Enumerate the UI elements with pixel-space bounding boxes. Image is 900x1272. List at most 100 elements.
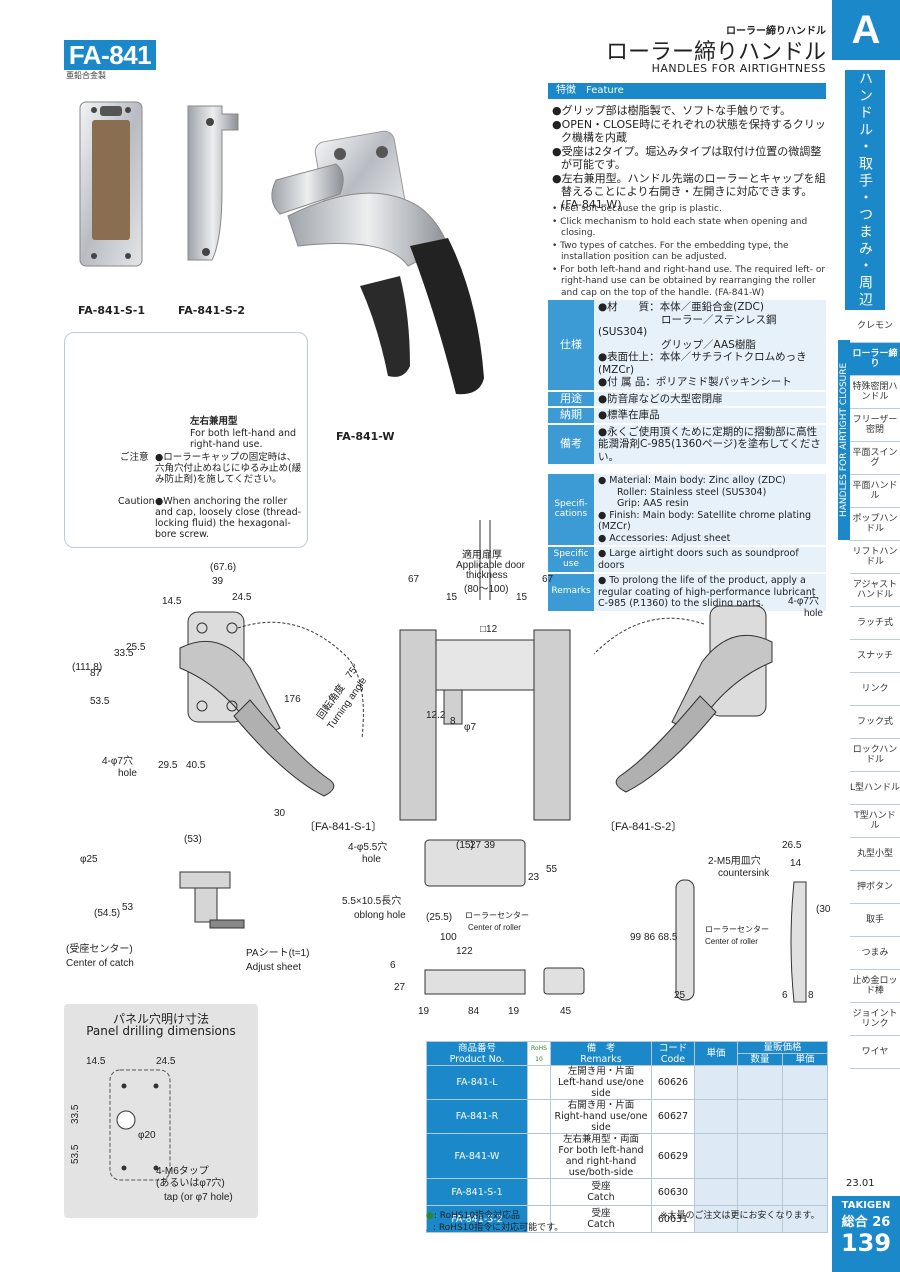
cell-product: FA-841-R bbox=[426, 1099, 528, 1134]
side-index-item[interactable]: L型ハンドル bbox=[850, 772, 900, 805]
drawing-label-s1: 〔FA-841-S-1〕 bbox=[304, 820, 382, 833]
dimension-label: 33.5 bbox=[114, 648, 134, 659]
side-index-item[interactable]: T型ハンドル bbox=[850, 805, 900, 838]
side-index-item[interactable]: ワイヤ bbox=[850, 1036, 900, 1069]
drill-dim-1: 14.5 bbox=[86, 1056, 106, 1067]
roller-center-en-2: Center of roller bbox=[705, 937, 758, 946]
cell-rohs bbox=[527, 1065, 551, 1100]
feature-item: • Click mechanism to hold each state whe… bbox=[552, 216, 808, 239]
spec-row: 仕様●材 質：本体／亜鉛合金(ZDC) ローラー／ステンレス鋼(SUS304) … bbox=[548, 300, 826, 390]
feature-item: • Two types of catches. For the embeddin… bbox=[552, 240, 789, 263]
side-index-item[interactable]: ラッチ式 bbox=[850, 607, 900, 640]
dimension-label: 53.5 bbox=[90, 696, 110, 707]
dimension-label: (30) bbox=[816, 904, 830, 915]
cell-product: FA-841-S-1 bbox=[426, 1178, 528, 1206]
side-index-item[interactable]: ロックハンドル bbox=[850, 739, 900, 772]
dimension-label: (67.6) bbox=[210, 562, 236, 573]
section-letter: A bbox=[832, 0, 900, 60]
dimension-label: 122 bbox=[456, 946, 473, 957]
side-index-item[interactable]: ジョイントリンク bbox=[850, 1003, 900, 1036]
door-label-en1: Applicable door bbox=[456, 560, 526, 571]
model-badge: FA-841 bbox=[64, 40, 156, 70]
side-index-item[interactable]: リフトハンドル bbox=[850, 541, 900, 574]
footer-date: 23.01 bbox=[846, 1178, 875, 1189]
th-qty: 数量 bbox=[737, 1053, 783, 1066]
dimension-label: 87 bbox=[90, 668, 102, 679]
feature-title: 特徴 Feature bbox=[548, 83, 826, 99]
section-strip: HANDLES FOR AIRTIGHT CLOSURE bbox=[838, 340, 850, 540]
side-index-item[interactable]: ローラー締り bbox=[850, 343, 900, 376]
drilling-title-en: Panel drilling dimensions bbox=[86, 1024, 236, 1038]
side-index-item[interactable]: 丸型小型 bbox=[850, 838, 900, 871]
spec-row: 備考●永くご使用頂くために定期的に摺動部に高性能潤滑剤C-985(1360ページ… bbox=[548, 424, 826, 464]
spec-value: ●永くご使用頂くために定期的に摺動部に高性能潤滑剤C-985(1360ページ)を… bbox=[598, 425, 821, 463]
cell-unit bbox=[782, 1178, 828, 1206]
side-index-item[interactable]: アジャストハンドル bbox=[850, 574, 900, 607]
cell-code: 60631 bbox=[651, 1205, 695, 1233]
dimension-label: φ7 bbox=[464, 722, 476, 733]
dimension-label: 84 bbox=[468, 1006, 480, 1017]
cell-price bbox=[694, 1205, 738, 1233]
feature-item: ●左右兼用型。ハンドル先端のローラーとキャップを組替えることにより右開き・左開き… bbox=[552, 172, 826, 211]
catch-center-jp: (受座センター) bbox=[66, 942, 133, 955]
dimension-label: 15 bbox=[516, 592, 528, 603]
side-index-item[interactable]: 取手 bbox=[850, 904, 900, 937]
dimension-label: 14 bbox=[790, 858, 802, 869]
th-bulk: 量販価格 bbox=[737, 1041, 828, 1054]
page-number: 139 bbox=[840, 1229, 892, 1257]
dimension-label: 53 bbox=[122, 902, 134, 913]
cell-product: FA-841-S-2 bbox=[426, 1205, 528, 1233]
roller-center-en: Center of roller bbox=[468, 923, 521, 932]
cell-unit bbox=[782, 1099, 828, 1134]
category-small: ローラー締りハンドル bbox=[726, 26, 826, 37]
dimension-label: 30 bbox=[274, 808, 286, 819]
dimension-label: 68.5 bbox=[658, 932, 678, 943]
note-bulk: ※大量のご注文は更にお安くなります。 bbox=[660, 1211, 820, 1221]
side-index-item[interactable]: フック式 bbox=[850, 706, 900, 739]
side-index-item[interactable]: つまみ bbox=[850, 937, 900, 970]
side-index-item[interactable]: ポップハンドル bbox=[850, 508, 900, 541]
page-box: TAKIGEN 総合 26 139 bbox=[832, 1196, 900, 1272]
dimension-label: 2-M5用皿穴 bbox=[708, 854, 761, 867]
dimension-label: 100 bbox=[440, 932, 457, 943]
th-price: 単価 bbox=[694, 1041, 738, 1066]
dimension-label: oblong hole bbox=[354, 910, 406, 921]
brand: TAKIGEN bbox=[841, 1200, 891, 1211]
dimension-label: 39 bbox=[212, 576, 224, 587]
cell-code: 60626 bbox=[651, 1065, 695, 1100]
cell-rohs bbox=[527, 1133, 551, 1179]
side-index-item[interactable]: スナッチ bbox=[850, 640, 900, 673]
side-index-item[interactable]: リンク bbox=[850, 673, 900, 706]
feature-item: ●グリップ部は樹脂製で、ソフトな手触りです。 bbox=[552, 104, 792, 117]
cell-unit bbox=[782, 1133, 828, 1179]
spec-value: ●防音扉などの大型密閉扉 bbox=[598, 392, 723, 405]
dimension-label: 4-φ7穴 bbox=[788, 594, 819, 607]
feature-item: ●OPEN・CLOSE時にそれぞれの状態を保持するクリック機構を内蔵 bbox=[552, 118, 826, 144]
spec-value: ●標準在庫品 bbox=[598, 409, 660, 421]
caution-text-jp: ●ローラーキャップの固定時は、六角穴付止めねじにゆるみ止め(緩み防止剤)を施して… bbox=[155, 452, 302, 485]
cell-qty bbox=[737, 1178, 783, 1206]
side-index-item[interactable]: フリーザー密閉 bbox=[850, 409, 900, 442]
side-index-item[interactable]: 止め金ロッド棒 bbox=[850, 970, 900, 1003]
side-index-item[interactable]: 押ボタン bbox=[850, 871, 900, 904]
spec-label: Remarks bbox=[548, 574, 594, 611]
dimension-label: 40.5 bbox=[186, 760, 206, 771]
drill-tap-jp2: (あるいはφ7穴) bbox=[156, 1176, 225, 1189]
caution-text-en: ●When anchoring the roller and cap, loos… bbox=[155, 496, 302, 540]
door-label-jp: 適用扉厚 bbox=[462, 548, 502, 561]
cell-rohs bbox=[527, 1178, 551, 1206]
side-index-item[interactable]: クレモン bbox=[850, 310, 900, 343]
cell-code: 60629 bbox=[651, 1133, 695, 1179]
section-group: ハンドル・取手・つまみ・周辺機器 bbox=[817, 70, 885, 310]
side-index-item[interactable]: 平面ハンドル bbox=[850, 475, 900, 508]
drill-dim-2: 24.5 bbox=[156, 1056, 176, 1067]
side-index-item[interactable]: 平面スイング bbox=[850, 442, 900, 475]
side-index-item[interactable]: 特殊密閉ハンドル bbox=[850, 376, 900, 409]
cell-price bbox=[694, 1099, 738, 1134]
roller-center-jp: ローラーセンター bbox=[465, 911, 529, 920]
